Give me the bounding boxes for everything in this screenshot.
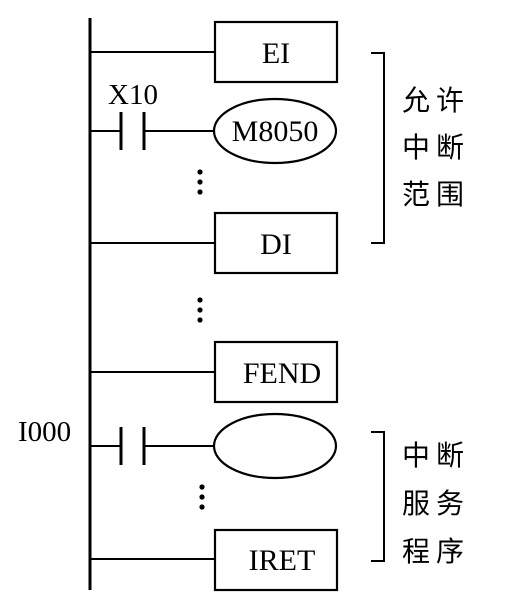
vertical-ellipsis-2 <box>197 297 203 323</box>
allow-range-line-3: 范围 <box>402 178 470 211</box>
service-routine-line-3: 程序 <box>402 535 470 568</box>
ei-instruction-label: EI <box>262 37 290 70</box>
iret-instruction-label: IRET <box>249 544 316 577</box>
fend-instruction-box <box>213 340 339 404</box>
service-routine-line-1: 中断 <box>402 439 470 472</box>
allow-range-bracket <box>371 52 385 244</box>
iret-instruction-box <box>213 528 339 592</box>
m8050-coil-label: M8050 <box>232 115 319 148</box>
di-instruction-box <box>213 211 339 275</box>
service-routine-bracket <box>371 431 385 562</box>
ei-instruction-box <box>213 20 339 84</box>
m8050-coil <box>212 97 338 165</box>
vertical-ellipsis-1 <box>197 169 203 195</box>
i000-pointer-label: I000 <box>18 416 71 448</box>
allow-range-line-1: 允许 <box>402 84 470 117</box>
vertical-ellipsis-3 <box>199 484 205 510</box>
fend-instruction-label: FEND <box>243 357 321 390</box>
x10-contact-label: X10 <box>108 79 158 111</box>
service-routine-line-2: 服务 <box>402 487 470 520</box>
allow-range-line-2: 中断 <box>402 131 470 164</box>
di-instruction-label: DI <box>260 228 292 261</box>
interrupt-coil <box>212 412 338 480</box>
